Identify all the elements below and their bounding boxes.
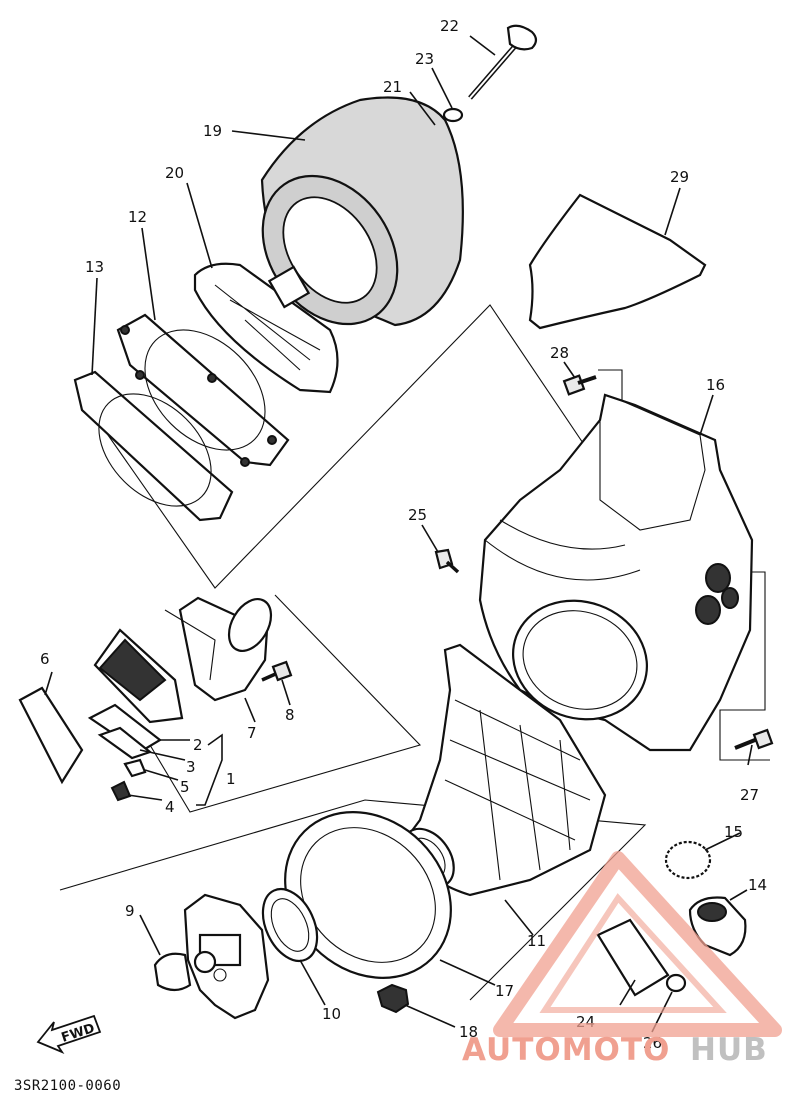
label-8: 8 xyxy=(285,706,295,724)
label-21: 21 xyxy=(383,78,402,96)
filter-group-frame xyxy=(79,304,621,589)
label-9: 9 xyxy=(125,902,135,920)
washer-26 xyxy=(665,973,687,993)
automotohub-watermark: AUTOMOTO HUB xyxy=(462,851,782,1068)
grommet-14 xyxy=(688,896,747,957)
label-14: 14 xyxy=(748,876,767,894)
label-11: 11 xyxy=(527,932,546,950)
label-28: 28 xyxy=(550,344,569,362)
bolt-8 xyxy=(261,660,293,682)
label-10: 10 xyxy=(322,1005,341,1023)
label-26: 26 xyxy=(643,1034,662,1052)
bolt-27 xyxy=(734,728,774,750)
label-6: 6 xyxy=(40,650,50,668)
label-7: 7 xyxy=(247,724,257,742)
clip-5 xyxy=(123,758,147,778)
forward-arrow-icon: FWD xyxy=(36,1014,102,1054)
label-27: 27 xyxy=(740,786,759,804)
label-3: 3 xyxy=(186,758,196,776)
bolt-28 xyxy=(562,374,597,396)
label-2: 2 xyxy=(193,736,203,754)
label-18: 18 xyxy=(459,1023,478,1041)
label-16: 16 xyxy=(706,376,725,394)
air-box-16 xyxy=(478,393,754,752)
screw-4 xyxy=(110,780,132,802)
clamp-9 xyxy=(153,952,192,992)
screw-25-upper xyxy=(434,548,460,574)
label-20: 20 xyxy=(165,164,184,182)
label-12: 12 xyxy=(128,208,147,226)
label-15: 15 xyxy=(724,823,743,841)
filter-guide-20 xyxy=(193,262,339,394)
label-29: 29 xyxy=(670,168,689,186)
label-1: 1 xyxy=(226,770,236,788)
bracket-24 xyxy=(596,918,670,997)
label-22: 22 xyxy=(440,17,459,35)
label-5: 5 xyxy=(180,778,190,796)
label-4: 4 xyxy=(165,798,175,816)
label-13: 13 xyxy=(85,258,104,276)
clamp-10 xyxy=(261,887,319,963)
gasket-13 xyxy=(73,370,234,522)
part-labels: 22 23 21 19 20 12 13 29 28 16 25 27 15 1… xyxy=(40,17,767,1052)
label-17: 17 xyxy=(495,982,514,1000)
watermark-text-part2: HUB xyxy=(690,1032,768,1068)
bolt27-bracket xyxy=(719,571,770,761)
plate-12 xyxy=(116,313,290,467)
leader-lines xyxy=(44,35,753,1033)
watermark-text-part1: AUTOMOTO xyxy=(462,1032,670,1068)
gasket-6 xyxy=(18,686,84,785)
label-25-upper: 25 xyxy=(408,506,427,524)
label-23: 23 xyxy=(415,50,434,68)
nut-18 xyxy=(376,983,410,1014)
hose-15 xyxy=(664,840,712,880)
diagram-reference-code: 3SR2100-0060 xyxy=(14,1078,122,1094)
reed-valve-1 xyxy=(87,628,184,760)
cover-29 xyxy=(528,193,707,330)
carburetor xyxy=(183,893,270,1020)
manifold-7 xyxy=(164,596,273,702)
bolt-22 xyxy=(468,24,538,100)
reed-group-frame xyxy=(149,594,422,813)
label-19: 19 xyxy=(203,122,222,140)
washer-23 xyxy=(442,107,464,123)
